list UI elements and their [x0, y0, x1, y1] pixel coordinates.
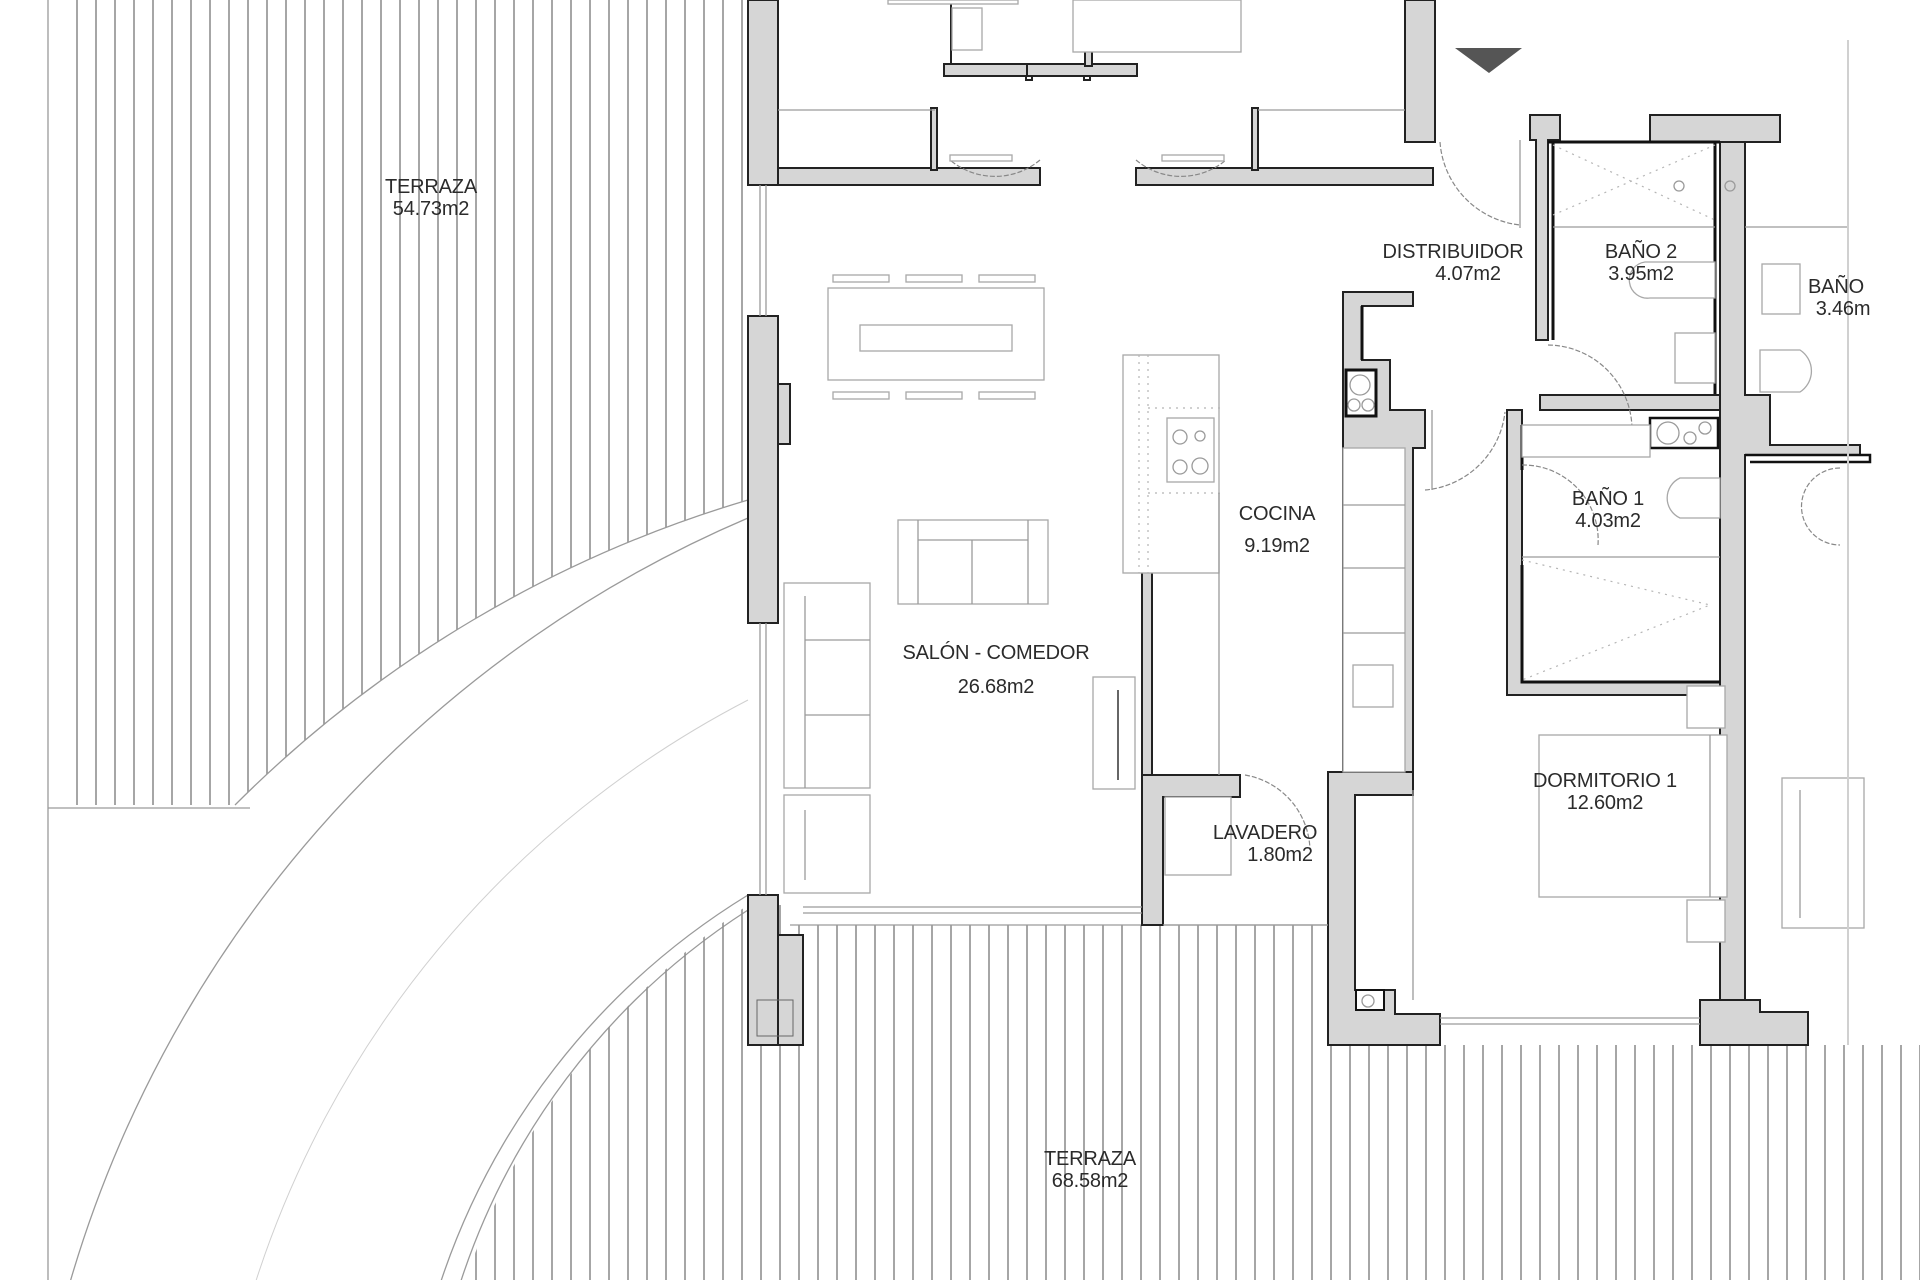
entry-arrow-icon [1455, 48, 1522, 73]
room-label-cocina: COCINA 9.19m2 [1239, 498, 1316, 562]
room-area: 3.95m2 [1608, 263, 1674, 285]
room-area: 12.60m2 [1566, 792, 1644, 814]
room-label-lavadero: LAVADERO 1.80m2 [1212, 822, 1318, 866]
room-name: LAVADERO [1212, 822, 1318, 844]
room-name: BAÑO 2 [1604, 241, 1678, 263]
room-label-terraza-1: TERRAZA 54.73m2 [385, 176, 477, 220]
room-name: SALÓN - COMEDOR [902, 642, 1090, 664]
room-area: 3.46m [1815, 298, 1871, 320]
furniture [783, 40, 1865, 1045]
room-name: BAÑO [1808, 276, 1864, 298]
room-area: 68.58m2 [1051, 1170, 1129, 1192]
room-name: BAÑO 1 [1571, 488, 1645, 510]
room-label-bano-2: BAÑO 2 3.95m2 [1605, 241, 1677, 285]
room-label-distribuidor: DISTRIBUIDOR 4.07m2 [1383, 241, 1524, 285]
room-area: 1.80m2 [1247, 844, 1313, 866]
room-area: 9.19m2 [1244, 535, 1310, 557]
room-name: DORMITORIO 1 [1533, 770, 1677, 792]
room-label-terraza-2: TERRAZA 68.58m2 [1044, 1148, 1136, 1192]
room-area: 4.03m2 [1575, 510, 1641, 532]
room-name: DISTRIBUIDOR [1382, 241, 1524, 263]
room-label-salon-comedor: SALÓN - COMEDOR 26.68m2 [902, 636, 1089, 704]
doors [1244, 140, 1633, 851]
room-label-bano-1: BAÑO 1 4.03m2 [1572, 488, 1644, 532]
room-area: 4.07m2 [1435, 263, 1501, 285]
upper-rooms [747, 0, 1436, 186]
room-label-bano-3: BAÑO 3.46m [1802, 276, 1871, 320]
room-name: COCINA [1238, 503, 1316, 525]
room-area: 26.68m2 [957, 676, 1035, 698]
room-name: TERRAZA [1044, 1148, 1136, 1170]
room-area: 54.73m2 [392, 198, 470, 220]
room-name: TERRAZA [385, 176, 477, 198]
room-label-dormitorio-1: DORMITORIO 1 12.60m2 [1533, 770, 1677, 814]
